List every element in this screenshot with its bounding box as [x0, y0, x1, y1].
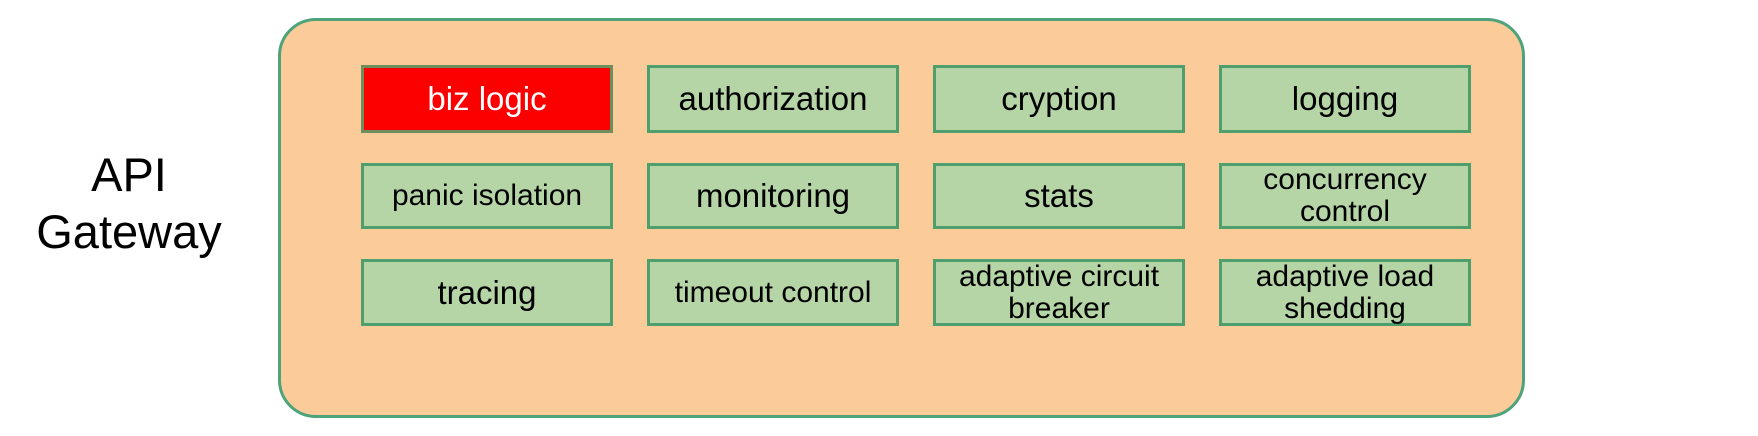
module-box-authorization[interactable]: authorization	[647, 65, 899, 133]
module-box-cryption[interactable]: cryption	[933, 65, 1185, 133]
api-gateway-container: biz logic authorization cryption logging pan…	[278, 18, 1525, 418]
module-box-stats[interactable]: stats	[933, 163, 1185, 229]
module-box-biz-logic[interactable]: biz logic	[361, 65, 613, 133]
module-box-logging[interactable]: logging	[1219, 65, 1471, 133]
module-grid: biz logic authorization cryption logging pan…	[361, 65, 1471, 372]
module-box-adaptive-load-shedding[interactable]: adaptive load shedding	[1219, 259, 1471, 326]
module-box-concurrency-control[interactable]: concurrency control	[1219, 163, 1471, 229]
module-box-timeout-control[interactable]: timeout control	[647, 259, 899, 326]
module-box-adaptive-circuit-breaker[interactable]: adaptive circuit breaker	[933, 259, 1185, 326]
api-gateway-label: API Gateway	[36, 148, 222, 258]
module-box-tracing[interactable]: tracing	[361, 259, 613, 326]
module-box-monitoring[interactable]: monitoring	[647, 163, 899, 229]
module-box-panic-isolation[interactable]: panic isolation	[361, 163, 613, 229]
